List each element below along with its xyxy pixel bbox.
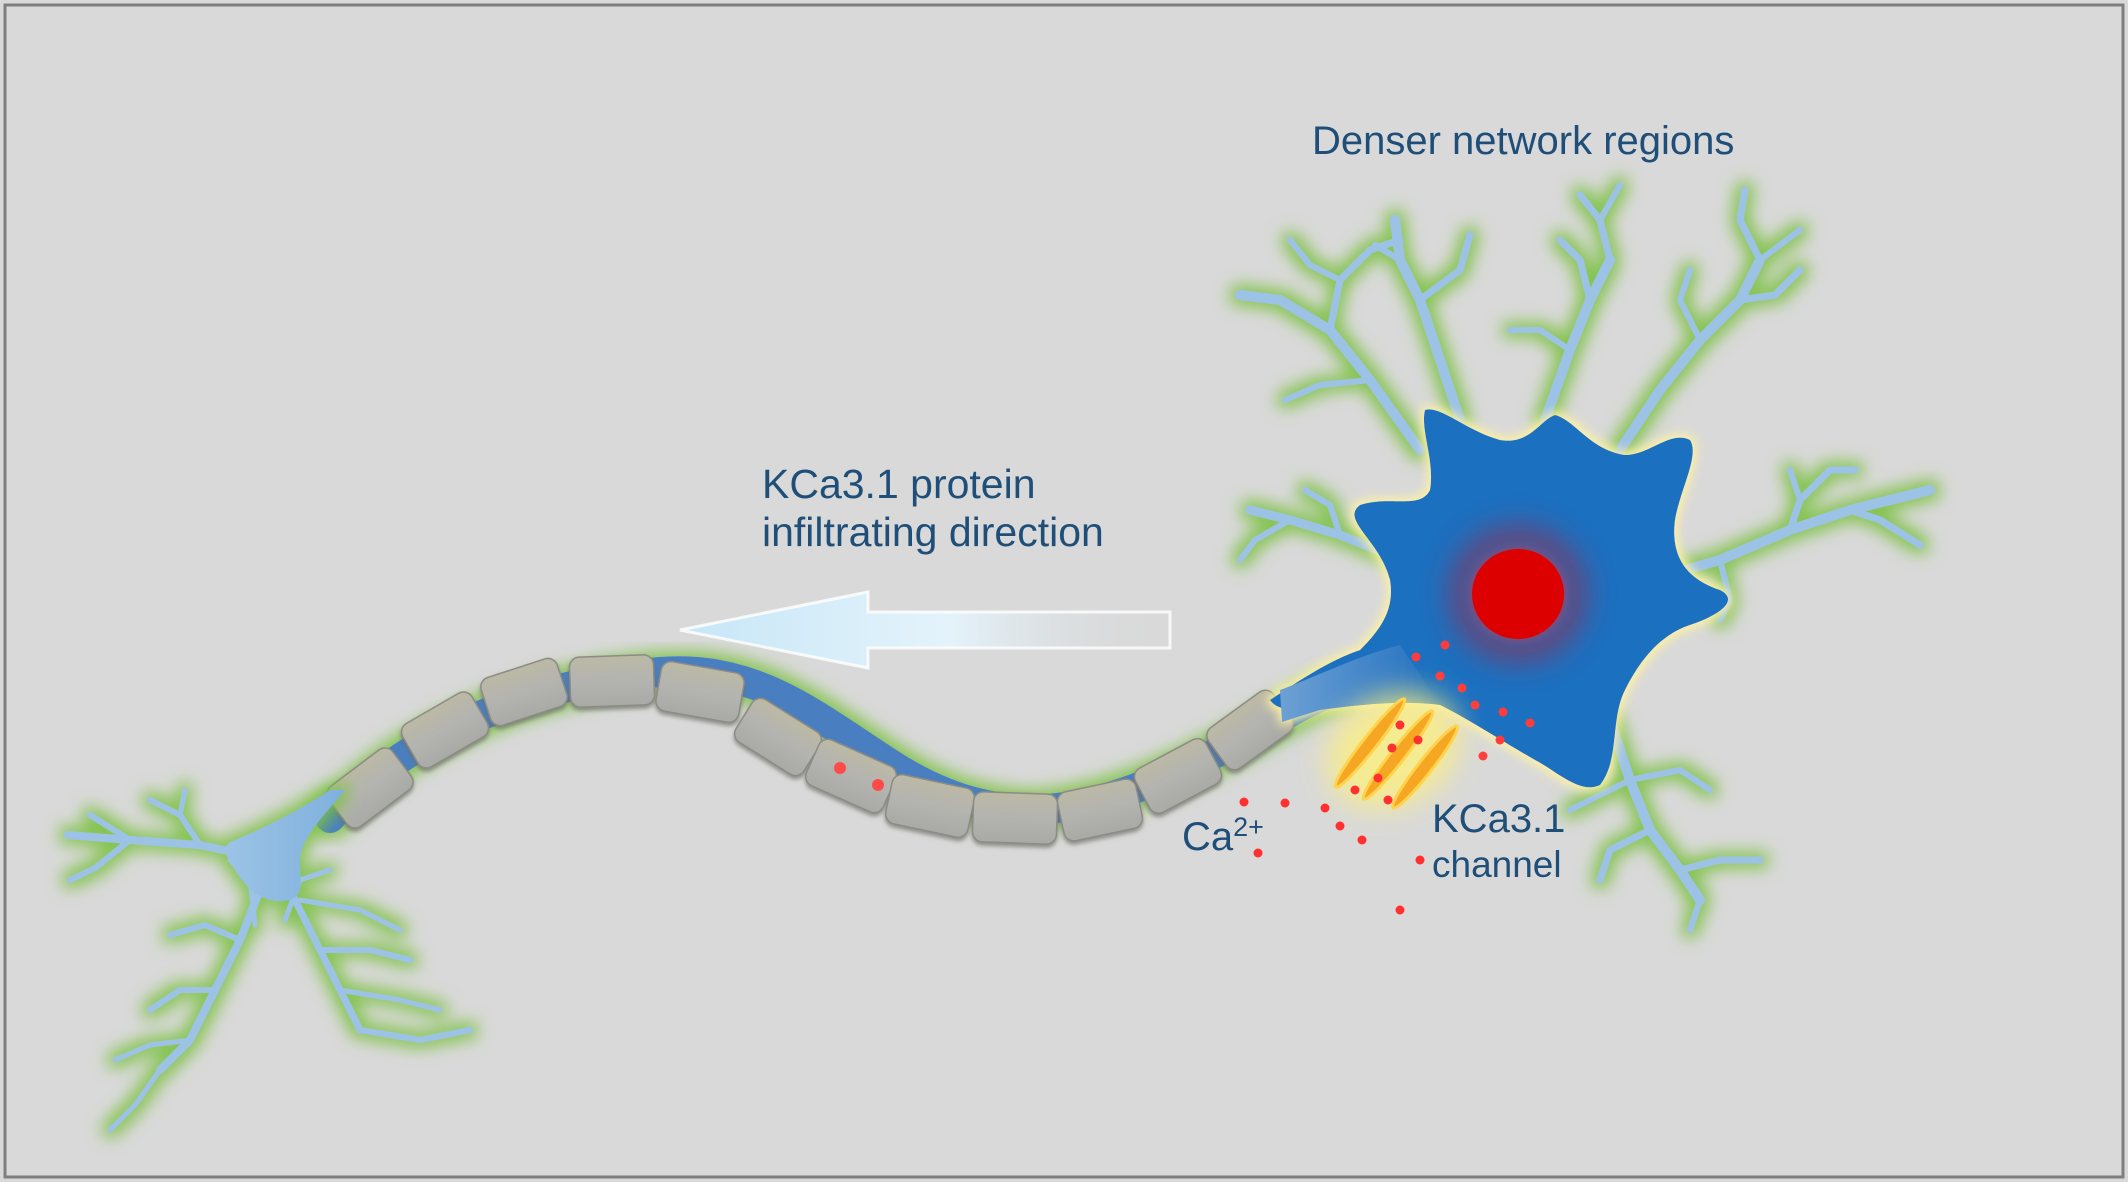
myelin-segment [884, 773, 976, 839]
myelin-segment [480, 657, 568, 727]
myelin-segment [733, 697, 823, 777]
calcium-symbol: Ca [1182, 815, 1234, 859]
channel-label-line1: KCa3.1 [1432, 797, 1566, 841]
myelin-segment [655, 660, 745, 724]
myelin-segment [971, 791, 1059, 845]
dense-region-label: Denser network regions [1312, 119, 1735, 163]
protein-direction-line1: KCa3.1 protein [762, 461, 1036, 507]
channel-label-line2: channel [1432, 844, 1562, 886]
channel-label: KCa3.1 channel [1432, 796, 1565, 887]
myelin-segment [568, 654, 656, 708]
myelin-segment [400, 691, 490, 769]
dendrites [1235, 182, 1935, 933]
kca-channel [1326, 690, 1460, 810]
protein-direction-label: KCa3.1 protein infiltrating direction [762, 460, 1104, 557]
myelin-segment [1056, 778, 1144, 842]
soma-calcium [1411, 640, 1535, 761]
axon-calcium [834, 762, 884, 791]
left-arrow-icon [679, 590, 1172, 670]
myelin-sheath [326, 654, 1294, 845]
myelin-segment [1133, 737, 1223, 815]
nucleus-core [1472, 549, 1564, 639]
protein-direction-line2: infiltrating direction [762, 509, 1104, 556]
extracellular-calcium [1239, 797, 1425, 915]
myelin-segment [326, 747, 414, 829]
axon-terminal [64, 787, 473, 1133]
calcium-charge: 2+ [1233, 812, 1264, 842]
calcium-label: Ca2+ [1182, 812, 1264, 861]
frame [3, 3, 2125, 1179]
terminal-body [225, 790, 345, 902]
